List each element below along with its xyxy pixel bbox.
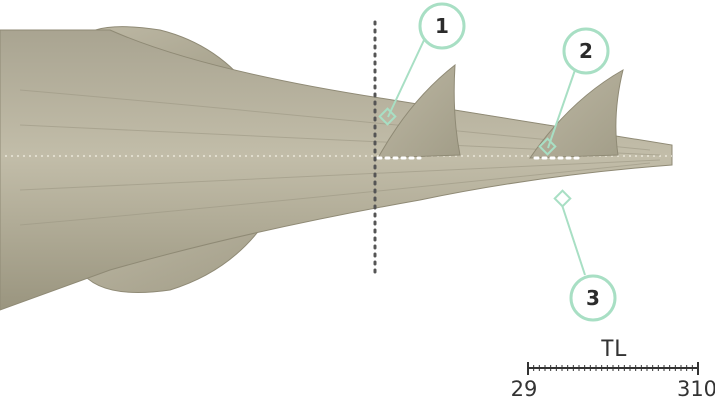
callout-3-label: 3 <box>586 286 600 310</box>
callout-3: 3 <box>555 191 615 320</box>
scale-title: TL <box>601 337 628 362</box>
callout-1-label: 1 <box>435 14 449 38</box>
scale-bar: TL 29 310 <box>511 337 715 401</box>
scale-min-label: 29 <box>511 377 538 401</box>
callout-3-marker <box>555 191 571 207</box>
scale-max-label: 310 <box>677 377 715 401</box>
callout-3-leader <box>562 205 585 275</box>
shark-body <box>0 30 672 310</box>
second-dorsal-fin <box>530 70 623 158</box>
callout-2-label: 2 <box>579 39 593 63</box>
